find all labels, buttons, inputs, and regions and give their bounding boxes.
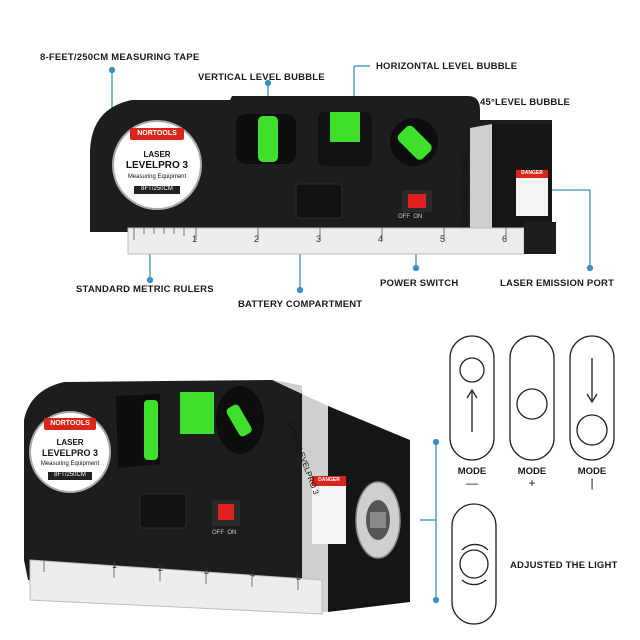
top-label-line1: LASER [143,150,171,159]
side-text-laser: LASER [459,150,468,177]
minus-symbol: — [466,476,478,490]
top-label-line3: Measuring Equipment [127,174,187,180]
ruler-number: 4 [378,234,384,244]
bottom-switch-text: OFF ON [212,530,237,536]
top-device [90,96,556,255]
label-metric-rulers: STANDARD METRIC RULERS [76,284,214,295]
mode-label-vertical: MODE | [567,466,617,489]
ruler-number: 5 [296,572,302,582]
side-text-model: LEVELPRO 3 [459,178,468,228]
top-label-line2: LEVELPRO 3 [125,160,189,171]
bottom-ruler-ticks [43,561,299,590]
label-battery: BATTERY COMPARTMENT [238,299,363,310]
mode-panels [449,335,615,625]
label-horizontal-bubble: HORIZONTAL LEVEL BUBBLE [376,61,518,72]
top-warning: DANGER [521,170,543,176]
mode-text: MODE [577,466,607,477]
bottom-label-brand: NORTOOLS [50,420,90,427]
ruler-number: 1 [192,234,198,244]
label-laser-port: LASER EMISSION PORT [500,278,615,289]
bottom-warning: DANGER [318,477,340,483]
ruler-number: 5 [440,234,446,244]
bottom-device [24,380,410,615]
ruler-number: 3 [316,234,322,244]
mode-label-minus: MODE — [447,466,497,489]
label-45-bubble: 45°LEVEL BUBBLE [480,97,571,108]
ruler-number: 6 [502,234,508,244]
top-label-spec: 8FT/250CM [141,186,173,192]
ruler-number: 2 [158,563,164,573]
label-adjusted-light: ADJUSTED THE LIGHT [510,560,618,571]
ruler-number: 2 [254,234,260,244]
top-ruler-ticks [133,228,507,240]
bottom-label-spec: 8FT/250CM [54,472,86,478]
ruler-number: 4 [250,569,256,579]
mode-text: MODE [517,466,547,477]
bottom-label-line3: Measuring Equipment [40,461,100,467]
bottom-label-line2: LEVELPRO 3 [41,448,98,458]
ruler-number: 3 [204,566,210,576]
plus-symbol: + [528,476,536,490]
vertical-symbol: | [590,476,594,490]
mode-text: MODE [457,466,487,477]
top-switch-text: OFF ON [398,214,423,220]
label-power-switch: POWER SWITCH [380,278,459,289]
label-measuring-tape: 8-FEET/250CM MEASURING TAPE [40,52,200,63]
top-side-text: LASER LEVELPRO 3 [459,150,468,227]
label-vertical-bubble: VERTICAL LEVEL BUBBLE [198,72,325,83]
ruler-number: 1 [112,560,118,570]
mode-label-plus: MODE + [507,466,557,489]
bottom-label-line1: LASER [56,438,84,447]
top-label-brand: NORTOOLS [137,130,177,137]
